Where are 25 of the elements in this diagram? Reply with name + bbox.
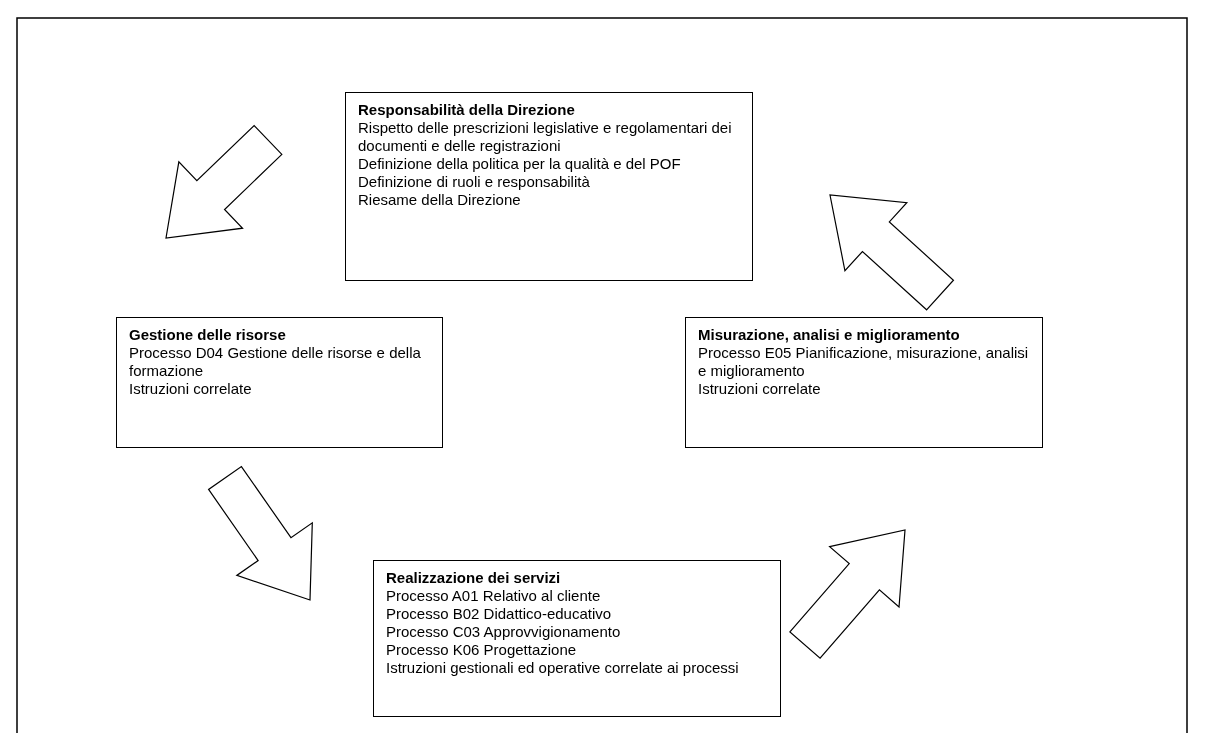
block-arrow (789, 529, 906, 659)
box-text: Definizione di ruoli e responsabilità (358, 173, 591, 191)
box-text: Processo B02 Didattico-educativo (386, 605, 613, 623)
box-text: Definizione della politica per la qualità e del POF (358, 155, 682, 173)
block-arrow (207, 465, 313, 601)
block-arrow (165, 124, 283, 239)
box-heading: Responsabilità della Direzione (358, 101, 576, 119)
box-text: Processo E05 Pianificazione, misurazione, analisi e miglioramento (698, 344, 1030, 380)
box-text: Rispetto delle prescrizioni legislative e regolamentari dei documenti e delle registrazioni (358, 119, 733, 155)
box-heading: Misurazione, analisi e miglioramento (698, 326, 961, 344)
box-text: Processo K06 Progettazione (386, 641, 578, 659)
box-heading: Realizzazione dei servizi (386, 569, 562, 587)
process-box (373, 560, 781, 717)
box-text: Istruzioni correlate (129, 380, 253, 398)
box-heading: Gestione delle risorse (129, 326, 287, 344)
process-box (685, 317, 1043, 448)
box-text: Istruzioni gestionali ed operative correlate ai processi (386, 659, 740, 677)
box-text: Processo A01 Relativo al cliente (386, 587, 602, 605)
process-box (116, 317, 443, 448)
block-arrow (829, 194, 955, 311)
box-text: Riesame della Direzione (358, 191, 522, 209)
box-text: Istruzioni correlate (698, 380, 822, 398)
box-text: Processo D04 Gestione delle risorse e della formazione (129, 344, 422, 380)
box-text: Processo C03 Approvvigionamento (386, 623, 622, 641)
process-box (345, 92, 753, 281)
